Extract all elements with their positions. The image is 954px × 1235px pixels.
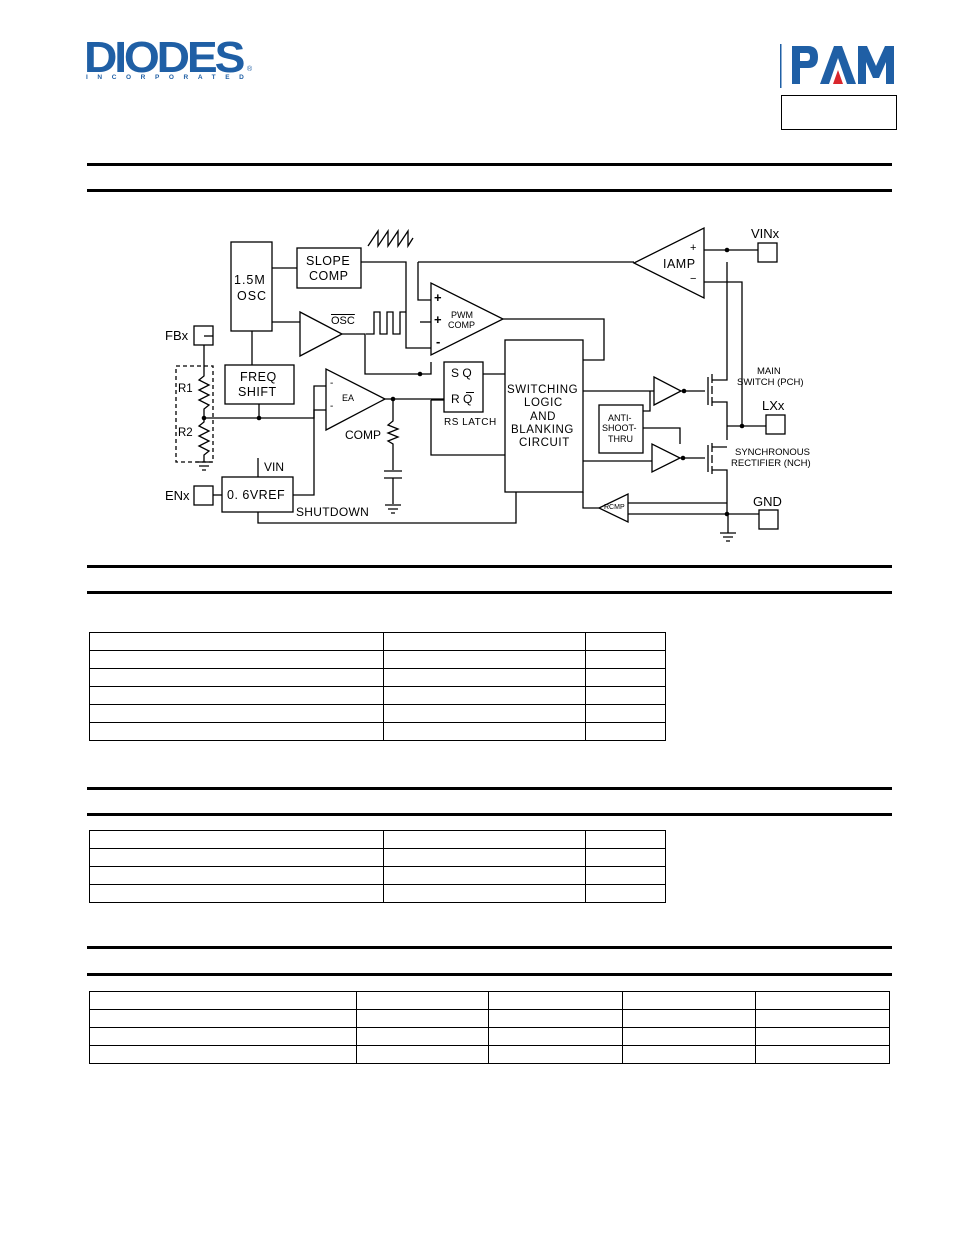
table-row xyxy=(88,686,666,705)
table-row xyxy=(88,848,666,867)
registered-mark: ® xyxy=(247,66,253,73)
pam-logo xyxy=(780,44,894,88)
table-row xyxy=(88,830,666,849)
table-row xyxy=(88,884,666,903)
table-row xyxy=(88,632,666,651)
diodes-logo-wordmark: DIODES xyxy=(84,33,245,82)
pwm-comparator xyxy=(430,281,505,357)
rcmp-comparator xyxy=(597,492,629,524)
section-rule-bot-1 xyxy=(87,946,892,949)
table-row xyxy=(89,1009,890,1028)
switching-logic-block xyxy=(504,339,584,493)
pch-driver xyxy=(653,375,683,407)
table-row xyxy=(88,704,666,723)
table-2 xyxy=(88,830,666,903)
freq-shift-block xyxy=(224,364,295,405)
current-amp xyxy=(632,226,705,300)
osc-buffer xyxy=(299,310,344,358)
pin-gnd xyxy=(758,509,779,530)
section-rule-mid-4 xyxy=(87,813,892,816)
error-amplifier xyxy=(325,367,387,432)
section-rule-mid-3 xyxy=(87,787,892,790)
diodes-logo: DIODES INCORPORATED ® xyxy=(84,33,256,84)
section-rule-mid-2 xyxy=(87,591,892,594)
table-row xyxy=(89,1027,890,1046)
osc-block xyxy=(230,241,273,332)
table-row xyxy=(88,650,666,669)
slope-comp-block xyxy=(296,247,362,289)
nch-driver xyxy=(651,442,682,474)
section-rule-mid-1 xyxy=(87,565,892,568)
block-diagram xyxy=(175,226,786,542)
part-number-box xyxy=(781,95,897,130)
pin-en xyxy=(193,485,214,506)
table-row xyxy=(89,1045,890,1064)
table-row xyxy=(89,991,890,1010)
table-row xyxy=(88,668,666,687)
pin-vin xyxy=(757,242,778,263)
diodes-logo-subtitle: INCORPORATED xyxy=(86,74,254,81)
pin-lx xyxy=(765,414,786,435)
anti-shoot-thru-block xyxy=(598,404,644,454)
resistor-divider-box xyxy=(175,365,214,463)
section-rule-top-2 xyxy=(87,189,892,192)
table-1 xyxy=(88,632,666,741)
table-row xyxy=(88,722,666,741)
section-rule-top-1 xyxy=(87,163,892,166)
vref-block xyxy=(221,476,294,513)
rs-latch-block xyxy=(443,361,484,413)
table-row xyxy=(88,866,666,885)
section-rule-bot-2 xyxy=(87,973,892,976)
table-3 xyxy=(89,991,890,1064)
